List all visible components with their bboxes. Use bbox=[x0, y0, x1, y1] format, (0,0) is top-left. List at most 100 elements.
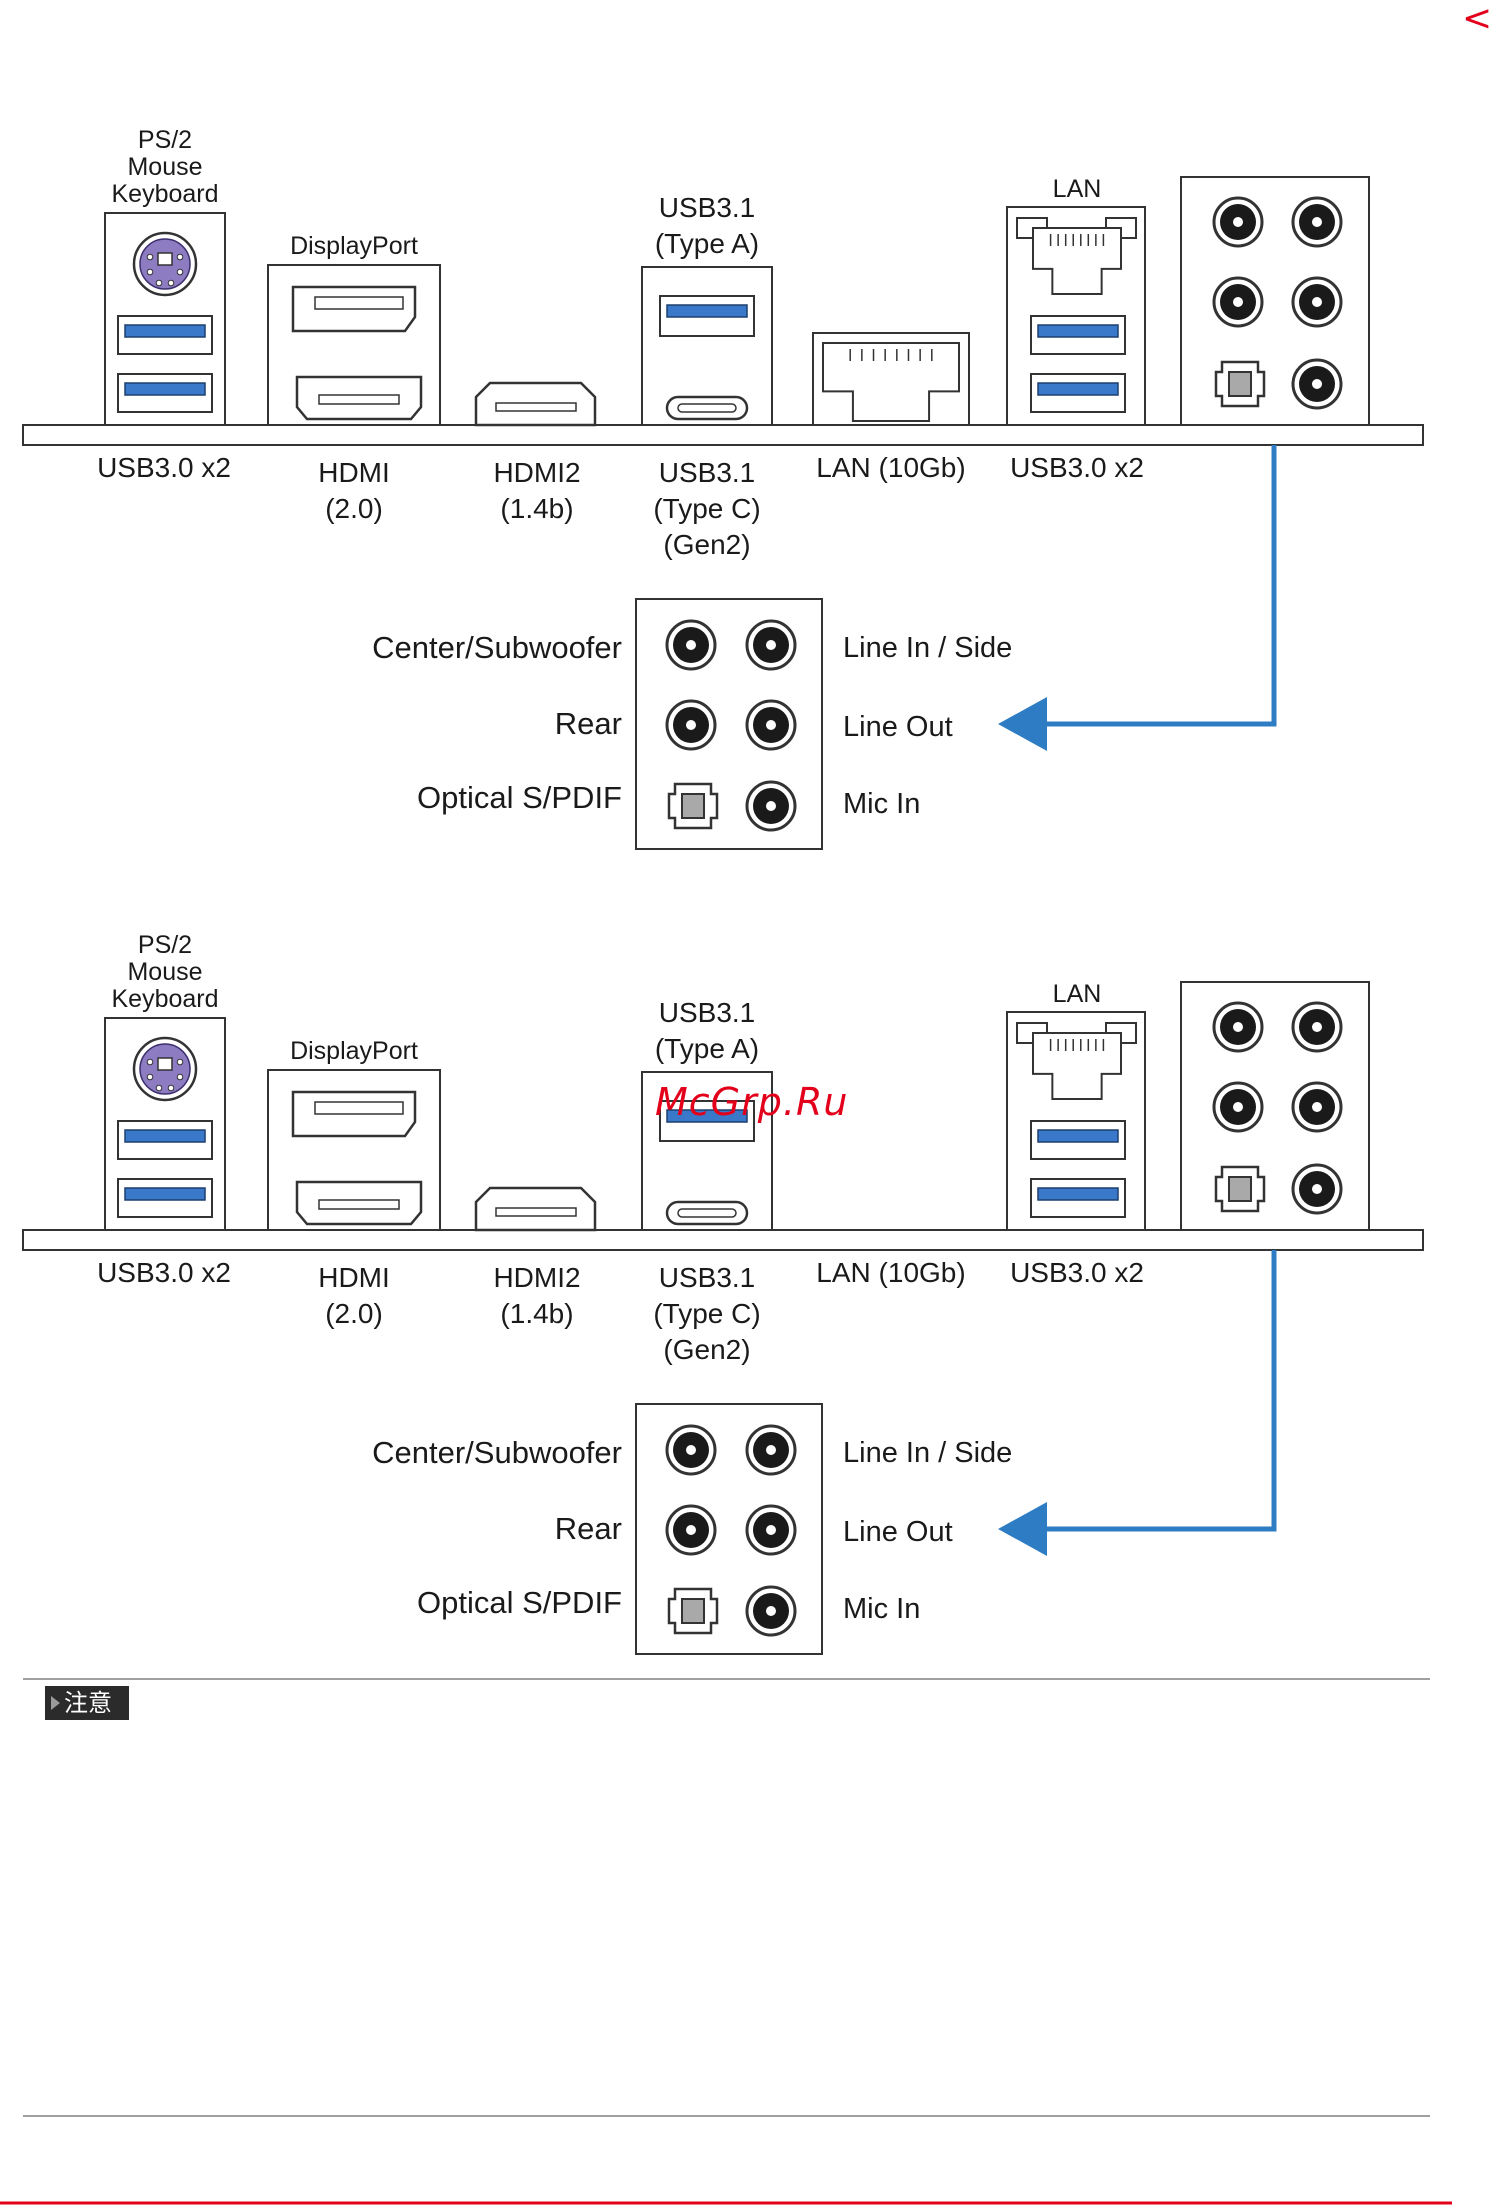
rj45-socket-icon bbox=[1032, 1032, 1122, 1100]
usb31-type-a-label: (Type A) bbox=[655, 228, 759, 259]
ps2-pin bbox=[176, 268, 184, 276]
io-shield-bar bbox=[22, 424, 1424, 446]
usb-a-tongue bbox=[124, 382, 206, 396]
usb31-type-c-label: USB3.1 bbox=[659, 457, 756, 488]
ps2-pin bbox=[146, 268, 154, 276]
hdmi-inner bbox=[318, 1199, 400, 1210]
displayport-label: DisplayPort bbox=[290, 1037, 418, 1065]
note-label: 注意 bbox=[45, 1686, 129, 1720]
usb-a-tongue bbox=[124, 1129, 206, 1143]
ps2-pin bbox=[155, 279, 163, 287]
usb31-type-c-label: USB3.1 bbox=[659, 1262, 756, 1293]
hdmi2-label: (1.4b) bbox=[500, 493, 573, 524]
usb-left-label: USB3.0 x2 bbox=[97, 1257, 231, 1288]
audio-jack-hole bbox=[1233, 1022, 1243, 1032]
hdmi2-label: HDMI2 bbox=[493, 1262, 580, 1293]
usb-a-tongue bbox=[1037, 324, 1119, 338]
usb-right-label: USB3.0 x2 bbox=[1010, 1257, 1144, 1288]
hdmi2-inner bbox=[495, 1207, 577, 1217]
rj45-socket-icon bbox=[822, 342, 960, 422]
audio-left-label: Rear bbox=[555, 706, 622, 741]
audio-jack-hole bbox=[766, 720, 776, 730]
audio-jack-hole bbox=[1312, 1184, 1322, 1194]
usb31-type-c-label: (Gen2) bbox=[663, 1334, 750, 1365]
audio-left-label: Rear bbox=[555, 1511, 622, 1546]
connector-line bbox=[1040, 445, 1277, 727]
audio-jack-hole bbox=[1233, 297, 1243, 307]
hdmi-label: HDMI bbox=[318, 457, 390, 488]
audio-left-label: Optical S/PDIF bbox=[417, 780, 622, 815]
audio-right-label: Line In / Side bbox=[843, 632, 1012, 664]
audio-left-label: Center/Subwoofer bbox=[372, 1435, 622, 1470]
usb31-type-c-label: (Type C) bbox=[653, 493, 760, 524]
watermark: McGrp.Ru bbox=[655, 1080, 849, 1124]
usb31-type-a-tongue bbox=[666, 304, 748, 318]
audio-jack-hole bbox=[766, 801, 776, 811]
hdmi2-label: HDMI2 bbox=[493, 457, 580, 488]
audio-jack-hole bbox=[1312, 297, 1322, 307]
note-label-text: 注意 bbox=[64, 1689, 112, 1717]
ps2-pin bbox=[176, 1058, 184, 1066]
audio-right-label: Line In / Side bbox=[843, 1437, 1012, 1469]
displayport-inner bbox=[314, 1101, 404, 1115]
usb-left-label: USB3.0 x2 bbox=[97, 452, 231, 483]
usb-a-tongue bbox=[124, 1187, 206, 1201]
arrow-head-icon bbox=[998, 697, 1047, 751]
audio-jack-hole bbox=[766, 1606, 776, 1616]
ps2-key bbox=[157, 252, 173, 266]
audio-right-label: Mic In bbox=[843, 788, 920, 820]
lan10-label: LAN (10Gb) bbox=[816, 452, 965, 483]
ps2-pin bbox=[155, 1084, 163, 1092]
arrow-head-icon bbox=[998, 1502, 1047, 1556]
usb-a-tongue bbox=[1037, 1187, 1119, 1201]
audio-right-label: Mic In bbox=[843, 1593, 920, 1625]
audio-jack-hole bbox=[766, 1525, 776, 1535]
ps2-pin bbox=[146, 1073, 154, 1081]
audio-right-label: Line Out bbox=[843, 1516, 953, 1548]
ps2-label: Keyboard bbox=[111, 180, 218, 208]
hdmi-label: (2.0) bbox=[325, 1298, 383, 1329]
ps2-pin bbox=[176, 253, 184, 261]
hdmi2-label: (1.4b) bbox=[500, 1298, 573, 1329]
ps2-pin bbox=[167, 1084, 175, 1092]
ps2-label: PS/2 bbox=[138, 931, 192, 959]
ps2-label: Mouse bbox=[127, 958, 202, 986]
optical-spdif-window bbox=[1228, 371, 1252, 397]
lan-label: LAN bbox=[1053, 175, 1102, 203]
usb31-type-c-label: (Gen2) bbox=[663, 529, 750, 560]
lan-label: LAN bbox=[1053, 980, 1102, 1008]
usb-type-c-inner bbox=[677, 1208, 737, 1218]
audio-jack-hole bbox=[686, 640, 696, 650]
usb-a-tongue bbox=[1037, 1129, 1119, 1143]
audio-jack-hole bbox=[1233, 217, 1243, 227]
hdmi-label: HDMI bbox=[318, 1262, 390, 1293]
ps2-label: PS/2 bbox=[138, 126, 192, 154]
usb-type-c-inner bbox=[677, 403, 737, 413]
audio-jack-hole bbox=[1312, 217, 1322, 227]
audio-jack-hole bbox=[686, 1445, 696, 1455]
audio-left-label: Center/Subwoofer bbox=[372, 630, 622, 665]
audio-jack-hole bbox=[1312, 1022, 1322, 1032]
ps2-pin bbox=[167, 279, 175, 287]
displayport-label: DisplayPort bbox=[290, 232, 418, 260]
audio-jack-hole bbox=[686, 1525, 696, 1535]
audio-left-label: Optical S/PDIF bbox=[417, 1585, 622, 1620]
displayport-inner bbox=[314, 296, 404, 310]
ps2-label: Mouse bbox=[127, 153, 202, 181]
audio-right-label: Line Out bbox=[843, 711, 953, 743]
usb31-type-a-label: (Type A) bbox=[655, 1033, 759, 1064]
audio-jack-hole bbox=[1233, 1102, 1243, 1112]
audio-jack-hole bbox=[1312, 379, 1322, 389]
usb31-type-c-label: (Type C) bbox=[653, 1298, 760, 1329]
usb-a-tongue bbox=[124, 324, 206, 338]
audio-jack-hole bbox=[766, 640, 776, 650]
audio-jack-hole bbox=[1312, 1102, 1322, 1112]
hdmi2-inner bbox=[495, 402, 577, 412]
ps2-key bbox=[157, 1057, 173, 1071]
ps2-pin bbox=[146, 1058, 154, 1066]
io-shield-bar bbox=[22, 1229, 1424, 1251]
optical-spdif-window bbox=[681, 793, 705, 819]
ps2-label: Keyboard bbox=[111, 985, 218, 1013]
